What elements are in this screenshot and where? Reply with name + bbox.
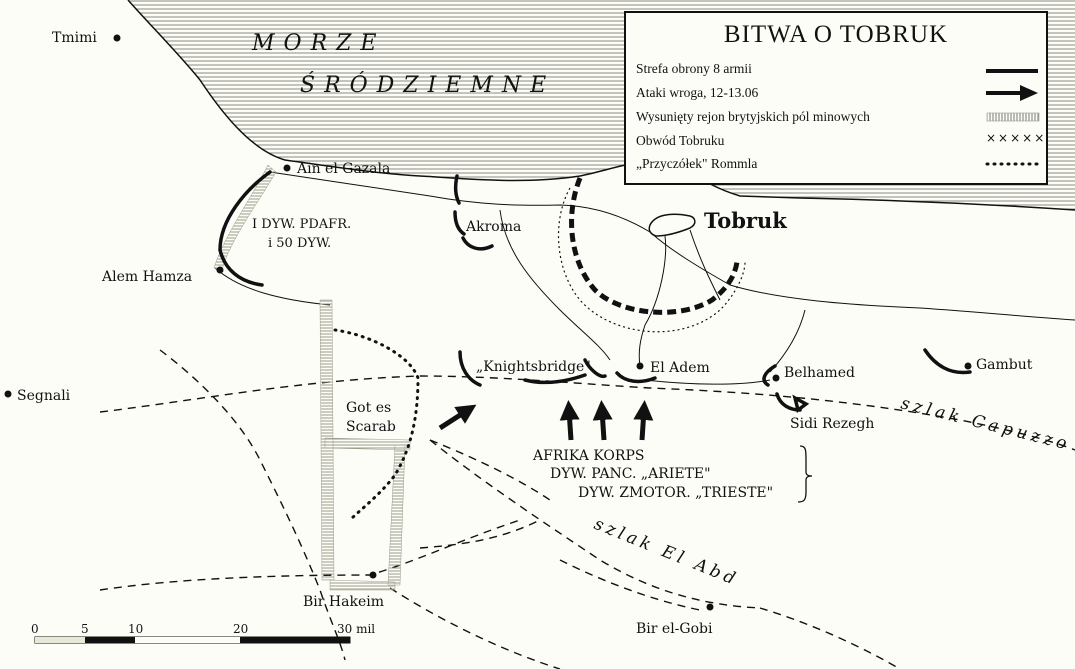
- place-tobruk: Tobruk: [704, 208, 787, 233]
- scale-tick-30: 30 mil: [337, 622, 375, 636]
- sea-label-1: MORZE: [251, 31, 385, 56]
- place-gambut: Gambut: [976, 357, 1033, 373]
- road-eladem-belhamed: [644, 379, 771, 385]
- defence-boxes: [453, 174, 972, 413]
- unit-ariete: DYW. PANC. „ARIETE": [550, 466, 711, 482]
- place-el-adem: El Adem: [650, 360, 710, 376]
- unit-afrika-korps: AFRIKA KORPS: [532, 448, 644, 464]
- legend-item-tobruk-perimeter: Obwód Tobruku: [636, 133, 725, 148]
- scale-tick-5: 5: [81, 622, 89, 636]
- road-tobruk-inner: [689, 229, 721, 301]
- sea-label-2: ŚRÓDZIEMNE: [300, 71, 555, 98]
- tobruk-perimeter-defence: [569, 177, 740, 315]
- legend-item-defence-zone: Strefa obrony 8 armii: [636, 61, 752, 76]
- legend: BITWA O TOBRUK Strefa obrony 8 armii Ata…: [624, 11, 1048, 185]
- minefield-belts: [213, 164, 411, 591]
- unit-1st-division-line2: i 50 DYW.: [268, 236, 331, 251]
- road-tobruk-eladem: [638, 235, 667, 367]
- desert-tracks: [99, 349, 1075, 669]
- scale-bar: 0 5 10 20 30 mil: [31, 622, 375, 644]
- place-got-es-scarab-2: Scarab: [346, 419, 396, 435]
- unit-1st-division-line1: I DYW. PDAFR.: [252, 217, 351, 232]
- legend-item-enemy-attacks: Ataki wroga, 12-13.06: [636, 85, 759, 100]
- place-ain-el-gazala: Ain el Gazala: [296, 161, 390, 177]
- legend-symbol-hatched: [986, 112, 1040, 122]
- place-belhamed: Belhamed: [784, 365, 855, 381]
- tobruk-perimeter-crosses: [557, 187, 746, 333]
- place-tmimi: Tmimi: [52, 30, 97, 46]
- legend-symbol-arrow: [986, 85, 1038, 101]
- place-sidi-rezegh: Sidi Rezegh: [790, 416, 874, 432]
- unit-trieste: DYW. ZMOTOR. „TRIESTE": [578, 485, 773, 501]
- place-segnali: Segnali: [17, 388, 71, 404]
- scale-tick-10: 10: [128, 622, 143, 636]
- scale-tick-0: 0: [31, 622, 39, 636]
- road-belhamed: [769, 309, 806, 373]
- trail-capuzzo: szlak Capuzzo: [899, 393, 1073, 455]
- corps-bracket: [797, 445, 813, 503]
- legend-symbol-crosses: ×××××: [986, 131, 1047, 145]
- place-alem-hamza: Alem Hamza: [101, 269, 192, 285]
- road-south-coast: [214, 267, 331, 306]
- tobruk-harbour: [648, 213, 696, 237]
- road-akroma-eladem: [499, 209, 611, 361]
- place-bir-el-gobi: Bir el-Gobi: [636, 621, 713, 637]
- legend-item-minefields: Wysunięty rejon brytyjskich pól minowych: [636, 109, 870, 124]
- legend-symbol-dotted: [985, 162, 1040, 166]
- attack-arrows: [438, 400, 654, 441]
- defence-line-gazala: [218, 170, 272, 287]
- legend-item-rommel-bridgehead: „Przyczółek" Rommla: [636, 156, 758, 171]
- rommel-bridgehead: [333, 328, 420, 522]
- place-dots: [4, 34, 972, 611]
- place-knightsbridge: „Knightsbridge": [476, 359, 591, 375]
- trail-el-abd: szlak El Abd: [591, 514, 742, 590]
- coastline: [127, 0, 1075, 211]
- legend-symbol-thick-line: [986, 69, 1038, 73]
- legend-title: BITWA O TOBRUK: [723, 21, 949, 48]
- place-akroma: Akroma: [465, 219, 521, 235]
- place-got-es-scarab-1: Got es: [346, 400, 391, 416]
- coastal-road: [269, 171, 1075, 321]
- scale-tick-20: 20: [233, 622, 248, 636]
- place-bir-hakeim: Bir Hakeim: [303, 594, 384, 610]
